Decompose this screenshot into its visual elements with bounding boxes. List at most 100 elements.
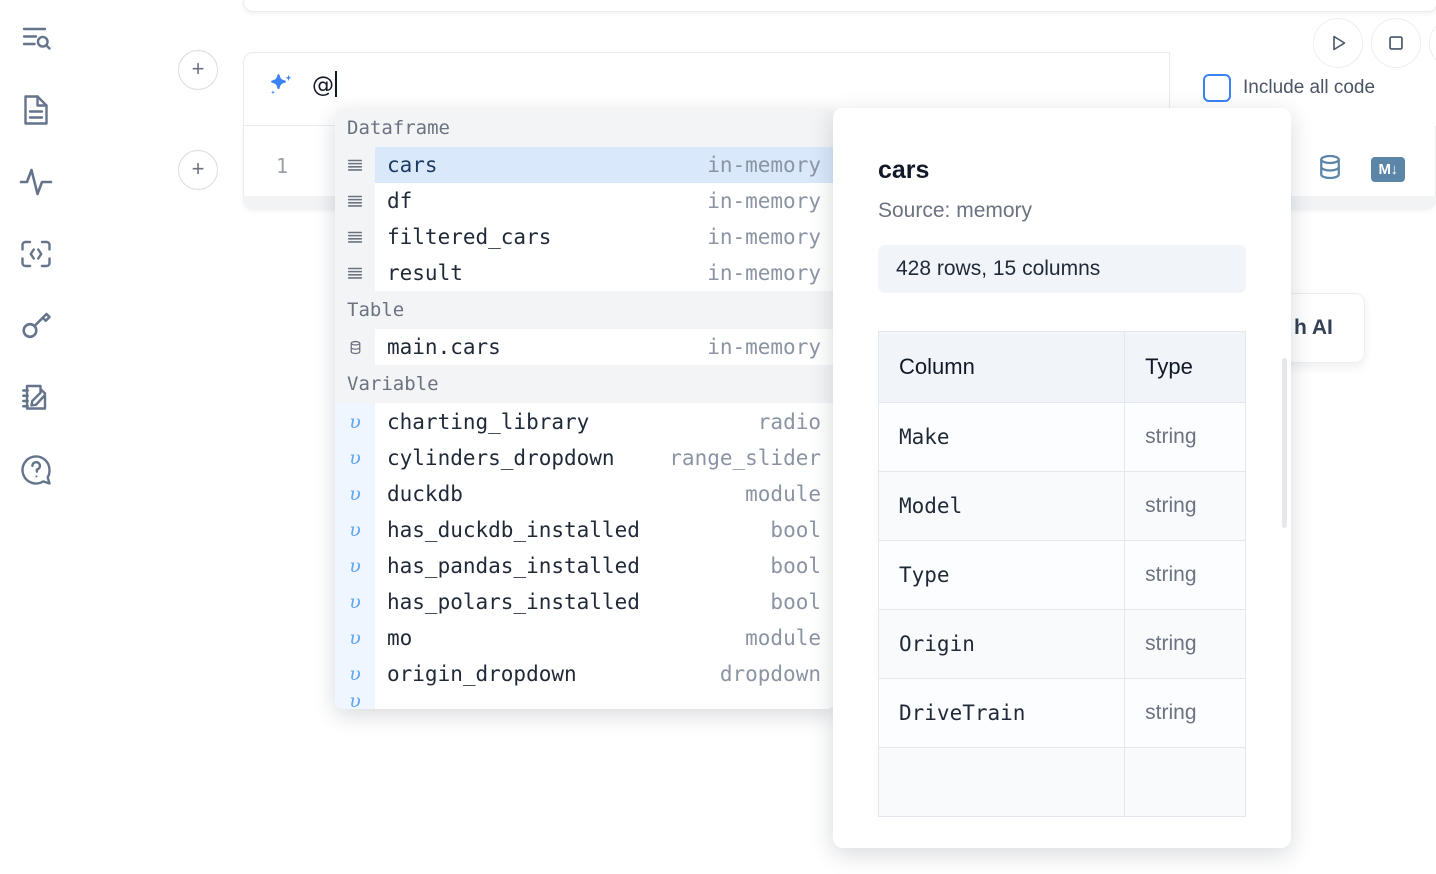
stop-button[interactable] (1371, 18, 1421, 68)
key-icon[interactable] (12, 302, 60, 350)
autocomplete-item-type: in-memory (707, 261, 821, 285)
column-name: Origin (878, 609, 1126, 679)
autocomplete-item-result[interactable]: result in-memory (335, 255, 835, 291)
autocomplete-item-name: filtered_cars (387, 225, 552, 249)
autocomplete-item-name: duckdb (387, 482, 463, 506)
dataframe-rows-icon (335, 183, 375, 219)
variable-icon: υ (335, 620, 375, 656)
table-row: Model string (878, 471, 1246, 541)
variable-icon: υ (335, 476, 375, 512)
column-header-type: Type (1124, 331, 1246, 403)
autocomplete-item-charting-library[interactable]: υ charting_library radio (335, 403, 835, 440)
autocomplete-group-header: Dataframe (335, 109, 835, 147)
generate-with-ai-label: h AI (1294, 316, 1333, 339)
autocomplete-dropdown[interactable]: Dataframe cars in-memory df in-memory fi… (335, 109, 835, 709)
include-all-code-label: Include all code (1243, 77, 1376, 98)
autocomplete-detail-panel: cars Source: memory 428 rows, 15 columns… (833, 108, 1291, 848)
table-header-row: Column Type (878, 331, 1246, 403)
autocomplete-item-mo[interactable]: υ mo module (335, 620, 835, 656)
column-name: Make (878, 402, 1126, 472)
text-caret (335, 71, 337, 97)
autocomplete-item-name: mo (387, 626, 413, 650)
table-row: Make string (878, 402, 1246, 472)
detail-stats: 428 rows, 15 columns (878, 245, 1246, 293)
activity-pulse-icon[interactable] (12, 158, 60, 206)
column-type: string (1124, 540, 1246, 610)
code-brackets-icon[interactable] (12, 230, 60, 278)
variable-icon: υ (335, 656, 375, 692)
markdown-icon[interactable]: M↓ (1371, 157, 1405, 182)
variable-icon: υ (335, 403, 375, 440)
autocomplete-item-cars[interactable]: cars in-memory (335, 147, 835, 183)
question-chat-icon[interactable] (12, 446, 60, 494)
autocomplete-item-partial[interactable]: υ (335, 692, 835, 709)
autocomplete-item-cylinders-dropdown[interactable]: υ cylinders_dropdown range_slider (335, 440, 835, 476)
add-cell-below-label: + (191, 156, 205, 181)
column-type: string (1124, 402, 1246, 472)
autocomplete-item-type: radio (757, 409, 821, 434)
sparkles-icon (266, 71, 296, 101)
table-row: DriveTrain string (878, 678, 1246, 748)
column-name: DriveTrain (878, 678, 1126, 748)
add-cell-above-button[interactable]: + (178, 50, 218, 90)
file-explorer-search-icon[interactable] (12, 14, 60, 62)
cell-icon-group: M↓ (1315, 152, 1405, 187)
autocomplete-item-name: has_pandas_installed (387, 554, 640, 578)
autocomplete-item-type: module (745, 482, 821, 506)
table-row: Origin string (878, 609, 1246, 679)
previous-cell-edge (243, 0, 1436, 12)
dataframe-rows-icon (335, 147, 375, 183)
ai-prompt-value: @ (312, 73, 334, 98)
column-type (1124, 747, 1246, 817)
include-all-code-checkbox[interactable] (1203, 74, 1231, 102)
add-cell-below-button[interactable]: + (178, 150, 218, 190)
table-row: Type string (878, 540, 1246, 610)
detail-scrollbar[interactable] (1282, 358, 1287, 528)
detail-columns-table: Column Type Make string Model string Typ… (878, 331, 1246, 817)
autocomplete-item-has-pandas-installed[interactable]: υ has_pandas_installed bool (335, 548, 835, 584)
run-controls (1313, 18, 1436, 68)
autocomplete-item-type: in-memory (707, 225, 821, 249)
column-name (878, 747, 1126, 817)
run-button[interactable] (1313, 18, 1363, 68)
autocomplete-item-df[interactable]: df in-memory (335, 183, 835, 219)
column-header-column: Column (878, 331, 1126, 403)
database-icon[interactable] (1315, 152, 1345, 187)
autocomplete-item-duckdb[interactable]: υ duckdb module (335, 476, 835, 512)
autocomplete-item-type: in-memory (707, 335, 821, 359)
left-icon-rail (0, 0, 72, 874)
autocomplete-item-has-duckdb-installed[interactable]: υ has_duckdb_installed bool (335, 512, 835, 548)
variable-icon: υ (335, 584, 375, 620)
autocomplete-item-type: in-memory (707, 153, 821, 177)
autocomplete-item-type: bool (770, 590, 821, 614)
autocomplete-item-has-polars-installed[interactable]: υ has_polars_installed bool (335, 584, 835, 620)
document-icon[interactable] (12, 86, 60, 134)
line-number: 1 (276, 154, 289, 178)
autocomplete-item-name: charting_library (387, 409, 590, 434)
add-cell-above-label: + (191, 56, 205, 81)
autocomplete-item-name: has_duckdb_installed (387, 518, 640, 542)
autocomplete-item-name: cylinders_dropdown (387, 446, 615, 470)
column-type: string (1124, 678, 1246, 748)
database-table-icon (335, 329, 375, 365)
autocomplete-group-header: Table (335, 291, 835, 329)
autocomplete-item-filtered-cars[interactable]: filtered_cars in-memory (335, 219, 835, 255)
notebook-pencil-icon[interactable] (12, 374, 60, 422)
variable-icon: υ (335, 512, 375, 548)
column-name: Type (878, 540, 1126, 610)
include-all-code-row[interactable]: Include all code (1203, 74, 1375, 102)
autocomplete-item-type: dropdown (719, 662, 821, 686)
autocomplete-item-origin-dropdown[interactable]: υ origin_dropdown dropdown (335, 656, 835, 692)
ai-prompt-input[interactable]: @ (312, 71, 337, 100)
autocomplete-item-name: result (387, 261, 463, 285)
autocomplete-item-type: bool (770, 518, 821, 542)
more-options-button[interactable] (1429, 18, 1436, 68)
column-type: string (1124, 609, 1246, 679)
dataframe-rows-icon (335, 255, 375, 291)
autocomplete-item-name: df (387, 189, 413, 213)
autocomplete-item-main-cars[interactable]: main.cars in-memory (335, 329, 835, 365)
autocomplete-item-type: bool (770, 554, 821, 578)
autocomplete-item-name: main.cars (387, 335, 501, 359)
autocomplete-item-type: range_slider (669, 446, 821, 470)
